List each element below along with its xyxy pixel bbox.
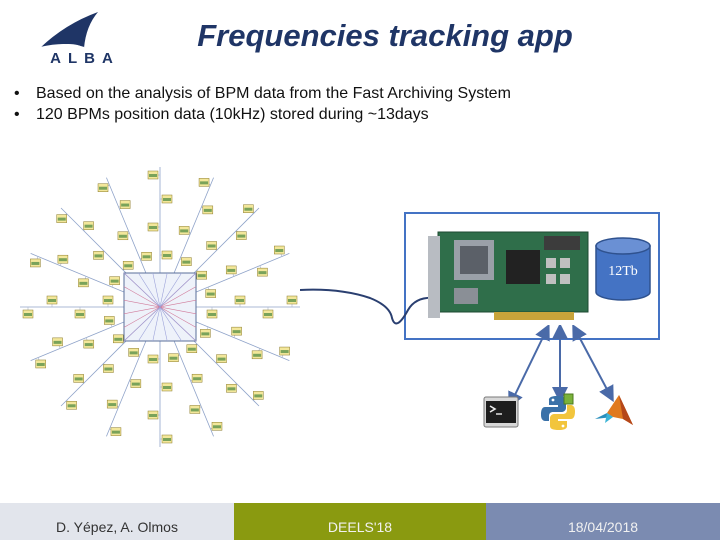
network-cable bbox=[300, 288, 437, 325]
bullet-marker: • bbox=[14, 106, 20, 123]
bullet-item: • Based on the analysis of BPM data from … bbox=[14, 83, 511, 104]
bullet-text: 120 BPMs position data (10kHz) stored du… bbox=[36, 106, 429, 123]
bullet-item: • 120 BPMs position data (10kHz) stored d… bbox=[14, 104, 511, 125]
footer-author: D. Yépez, A. Olmos bbox=[0, 503, 234, 540]
bullet-marker: • bbox=[14, 85, 20, 102]
matlab-icon bbox=[595, 395, 633, 425]
bullet-text: Based on the analysis of BPM data from t… bbox=[36, 85, 511, 102]
logo-text: ALBA bbox=[50, 50, 120, 66]
footer-date: 18/04/2018 bbox=[486, 503, 720, 540]
footer-event: DEELS'18 bbox=[234, 503, 486, 540]
bullet-list: • Based on the analysis of BPM data from … bbox=[14, 83, 511, 125]
slide-title: Frequencies tracking app bbox=[197, 18, 573, 53]
alba-logo: ALBA bbox=[30, 10, 140, 67]
storage-label: 12Tb bbox=[608, 264, 638, 279]
database-icon bbox=[595, 237, 651, 301]
data-flow-arrows bbox=[508, 325, 614, 409]
slide-footer: D. Yépez, A. Olmos DEELS'18 18/04/2018 bbox=[0, 503, 720, 540]
python-icon bbox=[541, 393, 575, 430]
bpm-network-diagram bbox=[20, 167, 300, 447]
terminal-icon bbox=[483, 396, 519, 428]
pcie-board-image bbox=[428, 231, 589, 320]
